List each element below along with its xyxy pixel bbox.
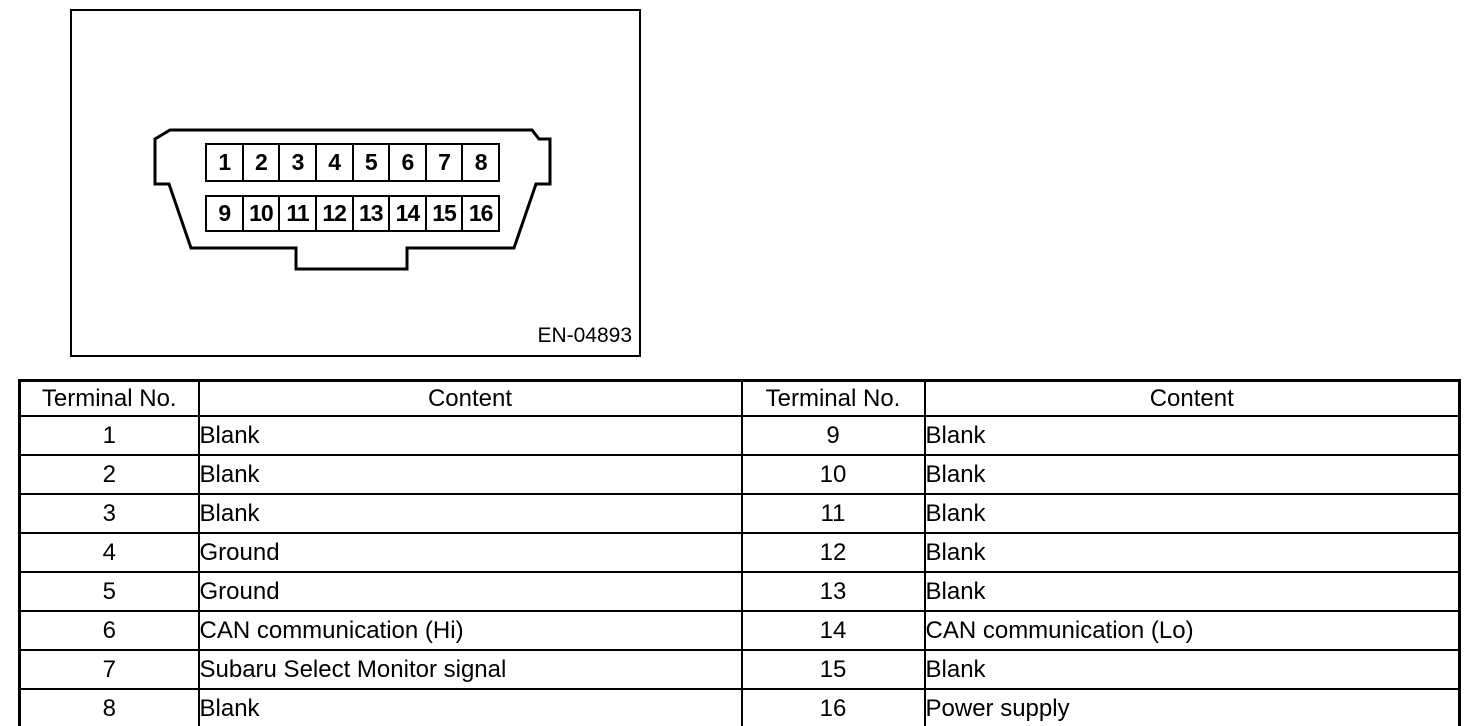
pin-row-top: 1 2 3 4 5 6 7 8 xyxy=(205,143,500,182)
obd2-connector-outline-icon xyxy=(153,128,552,271)
terminal-no-cell: 14 xyxy=(740,610,926,651)
pin-cell-5: 5 xyxy=(354,145,391,180)
content-cell: Blank xyxy=(923,649,1461,690)
terminal-no-cell: 9 xyxy=(740,415,926,456)
table-row: 2 Blank 10 Blank xyxy=(18,454,1461,495)
content-cell: Blank xyxy=(197,415,743,456)
terminal-no-cell: 10 xyxy=(740,454,926,495)
content-cell: Blank xyxy=(197,493,743,534)
connector-figure: 1 2 3 4 5 6 7 8 9 10 11 12 13 14 15 16 E… xyxy=(70,9,641,357)
content-cell: Blank xyxy=(923,532,1461,573)
content-cell: Blank xyxy=(923,415,1461,456)
content-cell: Blank xyxy=(923,454,1461,495)
pin-cell-3: 3 xyxy=(280,145,317,180)
pin-cell-14: 14 xyxy=(390,197,427,230)
pin-cell-11: 11 xyxy=(280,197,317,230)
content-cell: Blank xyxy=(923,571,1461,612)
table-row: 8 Blank 16 Power supply xyxy=(18,688,1461,726)
pin-cell-8: 8 xyxy=(474,149,488,175)
pin-cell-7: 7 xyxy=(427,145,464,180)
pin-cell-13: 13 xyxy=(354,197,391,230)
pin-cell-6: 6 xyxy=(390,145,427,180)
pin-cell-15: 15 xyxy=(427,197,464,230)
terminal-no-cell: 2 xyxy=(18,454,200,495)
terminal-no-cell: 4 xyxy=(18,532,200,573)
content-cell: Subaru Select Monitor signal xyxy=(197,649,743,690)
terminal-no-cell: 5 xyxy=(18,571,200,612)
pin-cell-10: 10 xyxy=(244,197,281,230)
pin-cell-1: 1 xyxy=(207,145,244,180)
terminal-no-cell: 8 xyxy=(18,688,200,726)
pin-cell-2: 2 xyxy=(244,145,281,180)
terminal-no-cell: 1 xyxy=(18,415,200,456)
table-header-row: Terminal No. Content Terminal No. Conten… xyxy=(18,379,1461,417)
pin-cell-9: 9 xyxy=(207,197,244,230)
terminal-no-cell: 12 xyxy=(740,532,926,573)
terminal-no-cell: 15 xyxy=(740,649,926,690)
pin-cell-4: 4 xyxy=(317,145,354,180)
content-cell: Blank xyxy=(197,454,743,495)
terminal-no-cell: 11 xyxy=(740,493,926,534)
terminal-no-cell: 7 xyxy=(18,649,200,690)
content-cell: CAN communication (Hi) xyxy=(197,610,743,651)
content-cell: Ground xyxy=(197,532,743,573)
table-row: 5 Ground 13 Blank xyxy=(18,571,1461,612)
table-row: 3 Blank 11 Blank xyxy=(18,493,1461,534)
terminal-no-cell: 3 xyxy=(18,493,200,534)
content-header-left: Content xyxy=(197,379,743,417)
content-header-right: Content xyxy=(923,379,1461,417)
pinout-table: Terminal No. Content Terminal No. Conten… xyxy=(18,379,1461,726)
pin-cell-16: 16 xyxy=(468,200,494,226)
table-row: 1 Blank 9 Blank xyxy=(18,415,1461,456)
terminal-no-header-left: Terminal No. xyxy=(18,379,200,417)
figure-code-label: EN-04893 xyxy=(537,324,632,347)
content-cell: CAN communication (Lo) xyxy=(923,610,1461,651)
pin-row-bottom: 9 10 11 12 13 14 15 16 xyxy=(205,195,500,232)
terminal-no-cell: 6 xyxy=(18,610,200,651)
table-row: 6 CAN communication (Hi) 14 CAN communic… xyxy=(18,610,1461,651)
pin-cell-12: 12 xyxy=(317,197,354,230)
terminal-no-cell: 16 xyxy=(740,688,926,726)
table-row: 4 Ground 12 Blank xyxy=(18,532,1461,573)
content-cell: Blank xyxy=(197,688,743,726)
terminal-no-header-right: Terminal No. xyxy=(740,379,926,417)
terminal-no-cell: 13 xyxy=(740,571,926,612)
content-cell: Ground xyxy=(197,571,743,612)
content-cell: Blank xyxy=(923,493,1461,534)
table-row: 7 Subaru Select Monitor signal 15 Blank xyxy=(18,649,1461,690)
content-cell: Power supply xyxy=(923,688,1461,726)
